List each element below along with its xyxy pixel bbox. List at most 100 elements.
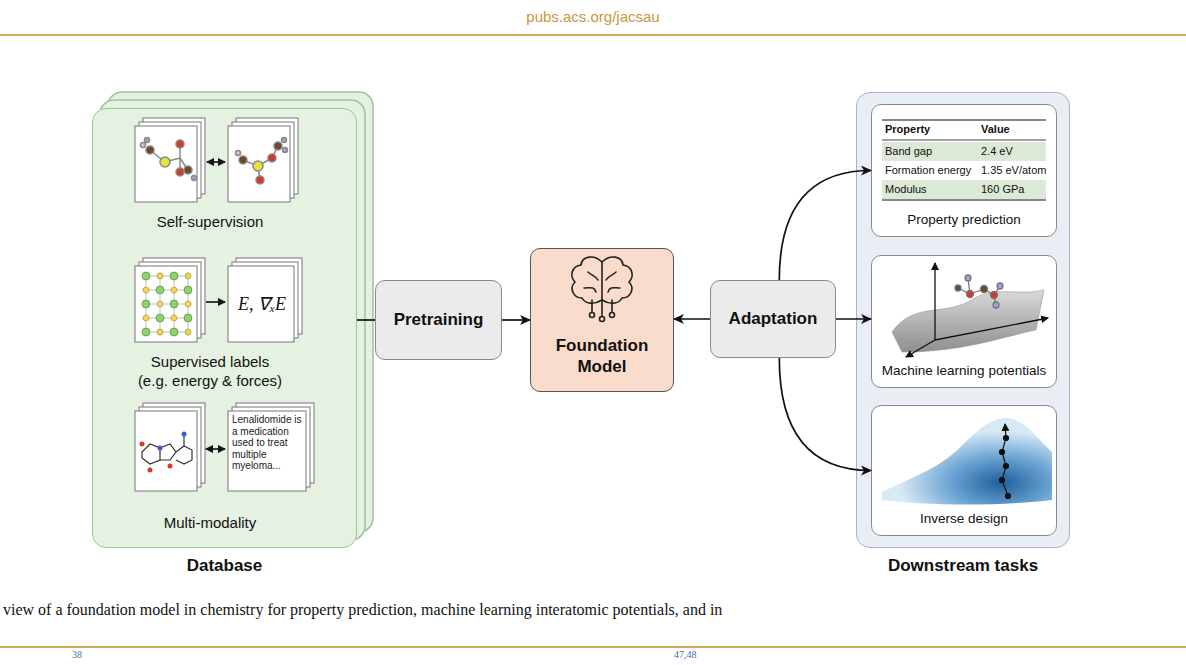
process-box: Pretraining	[375, 280, 502, 360]
panel-caption: Multi-modality	[164, 514, 257, 531]
crystal-part-part	[185, 329, 191, 335]
card-stack	[135, 403, 314, 491]
node-title: Database	[93, 556, 356, 576]
design-landscape-part-part	[1006, 494, 1011, 499]
design-landscape	[882, 418, 1052, 505]
table-cell: 160 GPa	[981, 183, 1024, 195]
node-title: Machine learning potentials	[872, 363, 1056, 378]
crystal-part	[142, 272, 190, 336]
design-landscape-part-part	[1004, 436, 1009, 441]
table-cell: Formation energy	[885, 164, 971, 176]
molecule-part	[148, 468, 153, 473]
crystal-part-part	[142, 328, 150, 336]
energy-surface-part-part	[934, 263, 935, 340]
molecule-part	[158, 446, 163, 451]
crystal-part-part	[157, 329, 163, 335]
rule-line-part	[0, 34, 1186, 36]
table-cell: 1.35 eV/atom	[981, 164, 1046, 176]
table-cell: Value	[981, 123, 1010, 135]
connector	[502, 319, 530, 321]
crystal-part-part	[156, 286, 164, 294]
double-arrow	[207, 161, 225, 163]
table-part	[882, 140, 1046, 141]
arrow	[206, 301, 225, 303]
design-landscape-part-part	[1004, 464, 1009, 469]
molecule-part	[176, 446, 192, 464]
table-cell: 2.4 eV	[981, 145, 1013, 157]
crystal-part-part	[143, 315, 149, 321]
card-stack-part	[228, 411, 306, 491]
panel-caption: Self-supervision	[157, 213, 264, 230]
molecule-part	[239, 156, 247, 164]
molecule-part	[168, 464, 173, 469]
molecule-part	[283, 148, 288, 153]
card-stack-part	[135, 266, 197, 342]
molecule-part	[183, 436, 184, 446]
energy-surface-part-part	[967, 291, 974, 298]
molecule-part	[176, 140, 184, 148]
table-cell: Modulus	[885, 183, 927, 195]
text-snippet: Lenalidomide is a medication used to tre…	[232, 414, 302, 472]
crystal-part-part	[157, 301, 163, 307]
crystal-part-part	[157, 273, 163, 279]
molecule-part	[282, 138, 287, 143]
energy-surface-part	[892, 290, 1044, 352]
node-title: Downstream tasks	[857, 556, 1069, 576]
molecule-part	[192, 176, 197, 181]
table-cell: Band gap	[885, 145, 932, 157]
table-part	[882, 180, 1046, 199]
process-box: Adaptation	[710, 280, 836, 358]
database-panel: Database	[92, 108, 357, 548]
figure-caption: view of a foundation model in chemistry …	[3, 601, 722, 619]
molecule-part	[176, 168, 184, 176]
crystal-part	[143, 273, 191, 335]
crystal-part	[142, 272, 192, 336]
connector	[357, 319, 375, 321]
molecule-part	[268, 154, 276, 162]
table	[882, 120, 1046, 200]
header-url: pubs.acs.org/jacsau	[526, 8, 659, 25]
crystal-part-part	[142, 300, 150, 308]
rule-line-part	[0, 646, 1186, 648]
panel-caption: Supervised labels (e.g. energy & forces)	[136, 352, 284, 390]
energy-surface-part	[906, 263, 1048, 357]
table-cell: Property	[885, 123, 930, 135]
table-part	[882, 142, 1046, 161]
crystal-part-part	[170, 300, 178, 308]
double-arrow	[206, 448, 225, 450]
molecule	[140, 432, 193, 473]
reference-number: 38	[72, 649, 82, 660]
molecule-part	[141, 143, 146, 148]
energy-surface-part-part	[991, 292, 998, 299]
brain-icon-part	[610, 313, 615, 318]
molecule-part	[184, 166, 192, 174]
energy-surface	[892, 263, 1048, 357]
design-landscape-part	[1000, 424, 1011, 499]
crystal-part-part	[185, 273, 191, 279]
energy-surface-part-part	[993, 302, 999, 308]
card-stack-part	[135, 411, 197, 491]
molecule-part	[146, 146, 154, 154]
design-landscape-part-part	[1002, 424, 1008, 496]
node-title: Inverse design	[872, 511, 1056, 526]
card-stack	[135, 118, 298, 202]
brain-icon-part	[592, 300, 612, 316]
energy-surface-part-part	[906, 340, 935, 357]
node-title: Property prediction	[872, 212, 1056, 227]
brain-icon-part	[600, 317, 605, 322]
molecule-part	[256, 176, 264, 184]
rule-line	[0, 35, 1186, 647]
crystal-part-part	[171, 315, 177, 321]
crystal-part-part	[185, 301, 191, 307]
crystal-part-part	[156, 314, 164, 322]
energy-surface-part-part	[955, 285, 961, 291]
molecule-part	[236, 151, 241, 156]
molecule-part	[145, 138, 150, 143]
connector	[779, 171, 871, 281]
molecule-part	[160, 444, 176, 460]
molecule-part	[182, 432, 187, 437]
connector	[836, 318, 871, 320]
brain-icon	[572, 257, 632, 322]
connector	[674, 318, 710, 320]
node-title: Adaptation	[729, 309, 818, 329]
